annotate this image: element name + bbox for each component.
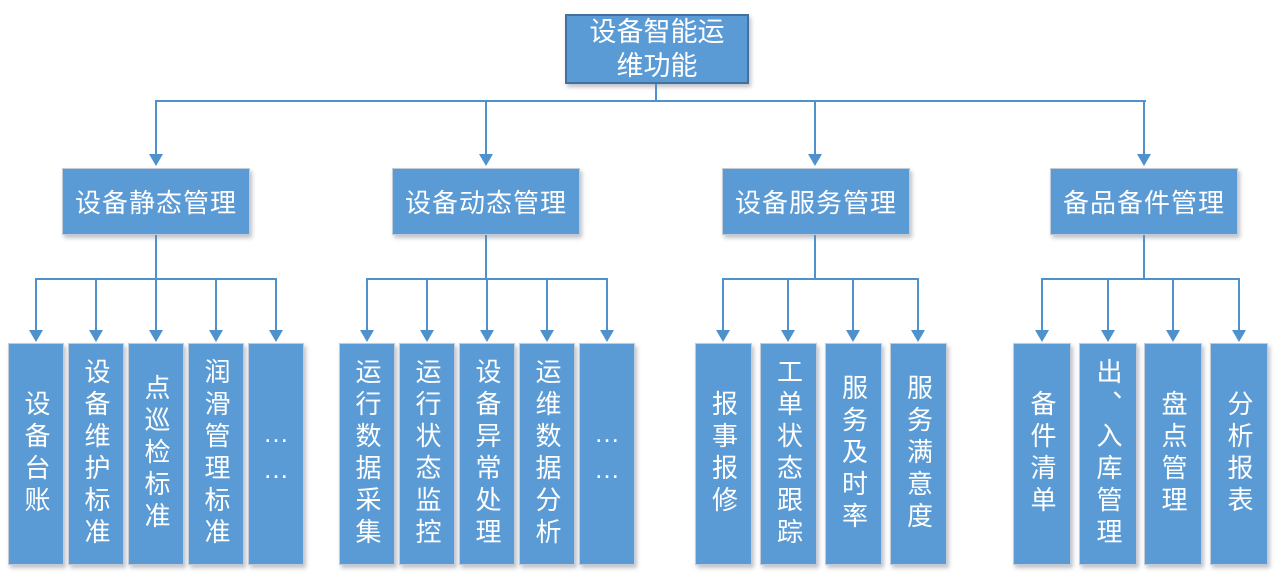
leaf-label: 服务满意度 <box>903 374 934 534</box>
arrow-down-icon <box>781 330 795 342</box>
arrow-down-icon <box>911 330 925 342</box>
connector-drop <box>155 100 157 155</box>
arrow-down-icon <box>149 330 163 342</box>
arrow-down-icon <box>846 330 860 342</box>
leaf-node: 点巡检标准 <box>128 343 184 565</box>
leaf-label: …… <box>261 418 291 490</box>
leaf-label: 报事报修 <box>708 390 739 518</box>
connector-drop <box>366 278 368 331</box>
leaf-node: 服务满意度 <box>890 343 947 565</box>
leaf-label: 运行状态监控 <box>412 358 442 550</box>
connector-drop <box>722 278 724 331</box>
arrow-down-icon <box>420 330 434 342</box>
leaf-node: 服务及时率 <box>825 343 882 565</box>
root-label: 设备智能运维功能 <box>589 17 725 81</box>
arrow-down-icon <box>1232 330 1246 342</box>
arrow-down-icon <box>149 154 163 166</box>
connector-drop <box>275 278 277 331</box>
connector-drop <box>606 278 608 331</box>
leaf-node: 工单状态跟踪 <box>760 343 817 565</box>
arrow-down-icon <box>269 330 283 342</box>
leaf-node: 运行状态监控 <box>399 343 455 565</box>
branch-label: 设备服务管理 <box>734 188 897 218</box>
connector-drop <box>852 278 854 331</box>
arrow-down-icon <box>808 154 822 166</box>
arrow-down-icon <box>540 330 554 342</box>
connector-drop <box>35 278 37 331</box>
branch-label: 设备动态管理 <box>404 188 567 218</box>
leaf-node: 出、入库管理 <box>1079 343 1137 565</box>
connector-branch-bus <box>1041 278 1240 280</box>
connector-drop <box>95 278 97 331</box>
connector-drop <box>155 278 157 331</box>
leaf-node: 运行数据采集 <box>339 343 395 565</box>
leaf-label: 服务及时率 <box>838 374 869 534</box>
leaf-label: …… <box>592 418 622 490</box>
connector-drop <box>787 278 789 331</box>
arrow-down-icon <box>480 330 494 342</box>
leaf-label: 出、入库管理 <box>1093 358 1123 550</box>
leaf-label: 运维数据分析 <box>532 358 562 550</box>
leaf-node: 盘点管理 <box>1144 343 1202 565</box>
arrow-down-icon <box>479 154 493 166</box>
leaf-node-ellipsis: …… <box>579 343 635 565</box>
leaf-label: 设备维护标准 <box>81 358 111 550</box>
leaf-label: 分析报表 <box>1224 390 1254 518</box>
connector-branch-bus <box>722 278 919 280</box>
arrow-down-icon <box>89 330 103 342</box>
leaf-node: 设备台账 <box>8 343 64 565</box>
connector-drop <box>814 100 816 155</box>
root-node: 设备智能运维功能 <box>565 14 749 84</box>
connector-drop <box>485 100 487 155</box>
connector-drop <box>1172 278 1174 331</box>
branch-node-static: 设备静态管理 <box>62 168 250 235</box>
connector-branch-stub <box>155 235 157 280</box>
connector-root-stub <box>655 84 657 101</box>
leaf-label: 设备异常处理 <box>472 358 502 550</box>
leaf-node: 润滑管理标准 <box>188 343 244 565</box>
leaf-label: 点巡检标准 <box>141 374 171 534</box>
connector-drop <box>215 278 217 331</box>
leaf-label: 备件清单 <box>1027 390 1057 518</box>
connector-drop <box>917 278 919 331</box>
connector-drop <box>1041 278 1043 331</box>
arrow-down-icon <box>29 330 43 342</box>
arrow-down-icon <box>1035 330 1049 342</box>
leaf-label: 设备台账 <box>21 390 51 518</box>
leaf-label: 运行数据采集 <box>352 358 382 550</box>
leaf-node: 设备维护标准 <box>68 343 124 565</box>
arrow-down-icon <box>600 330 614 342</box>
connector-drop <box>426 278 428 331</box>
leaf-node: 运维数据分析 <box>519 343 575 565</box>
leaf-node: 备件清单 <box>1013 343 1071 565</box>
connector-branch-stub <box>485 235 487 280</box>
connector-drop <box>546 278 548 331</box>
branch-node-service: 设备服务管理 <box>722 168 910 235</box>
branch-label: 设备静态管理 <box>74 188 237 218</box>
leaf-label: 润滑管理标准 <box>201 358 231 550</box>
leaf-label: 工单状态跟踪 <box>773 358 804 550</box>
connector-root-bus <box>155 100 1146 102</box>
connector-branch-stub <box>814 235 816 280</box>
connector-drop <box>1107 278 1109 331</box>
branch-label: 备品备件管理 <box>1062 188 1225 218</box>
branch-node-spareparts: 备品备件管理 <box>1050 168 1238 235</box>
connector-drop <box>1238 278 1240 331</box>
connector-branch-stub <box>1143 235 1145 280</box>
branch-node-dynamic: 设备动态管理 <box>392 168 580 235</box>
leaf-node-ellipsis: …… <box>248 343 304 565</box>
leaf-label: 盘点管理 <box>1158 390 1188 518</box>
arrow-down-icon <box>1137 154 1151 166</box>
leaf-node: 报事报修 <box>695 343 752 565</box>
connector-drop <box>486 278 488 331</box>
arrow-down-icon <box>209 330 223 342</box>
arrow-down-icon <box>1101 330 1115 342</box>
arrow-down-icon <box>1166 330 1180 342</box>
leaf-node: 分析报表 <box>1210 343 1268 565</box>
arrow-down-icon <box>360 330 374 342</box>
arrow-down-icon <box>716 330 730 342</box>
connector-drop <box>1143 100 1145 155</box>
leaf-node: 设备异常处理 <box>459 343 515 565</box>
